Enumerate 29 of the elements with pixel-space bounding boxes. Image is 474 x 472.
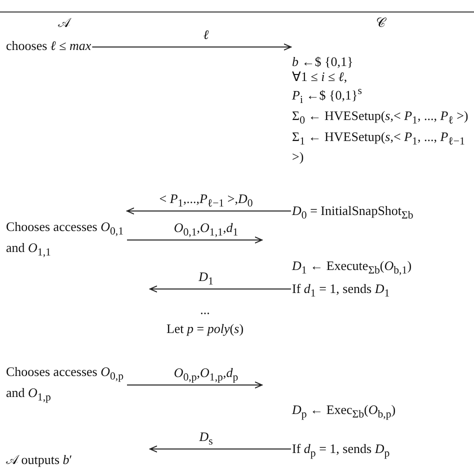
message-arrow <box>126 208 292 214</box>
message-arrow <box>92 44 292 50</box>
challenger-step: If d$_{1}$ = 1, sends D$_{1}$ <box>292 281 472 302</box>
message-label: D$_{1}$ <box>198 269 214 284</box>
formula-line: P$_{i}$ ←$ {0,1}$^{s}$ <box>292 84 363 108</box>
challenger-step: If d$_{p}$ = 1, sends D$_{p}$ <box>292 441 472 462</box>
party-label: 𝒞 <box>376 15 385 30</box>
note: Let p = poly(s) <box>166 321 244 336</box>
formula-line: Σ$_{1}$ ← HVESetup(s,< P$_{1}$, ..., P$_{ℓ−1}$ >) <box>292 128 466 164</box>
adversary-step: 𝒜 outputs b′ <box>6 452 72 467</box>
message-label: < P$_{1}$,...,P$_{ℓ−1}$ >,D$_{0}$ <box>159 191 253 206</box>
party-label: 𝒜 <box>58 15 70 30</box>
message-arrow <box>150 286 292 292</box>
message-label: O$_{0,1}$,O$_{1,1}$,d$_{1}$ <box>174 220 238 235</box>
adversary-step: Chooses accesses O$_{0,p}$ and O$_{1,p}$ <box>6 364 126 406</box>
adversary-step: Chooses accesses O$_{0,1}$ and O$_{1,1}$ <box>6 219 126 260</box>
message-label: D$_{s}$ <box>199 429 213 444</box>
challenger-step: D$_{1}$ ← Execute$_{Σb}$(O$_{b,1}$) <box>292 258 472 279</box>
challenger-step: D$_{0}$ = InitialSnapShot$_{Σb}$ <box>292 203 472 224</box>
formula-line: b ←$ {0,1} <box>292 54 354 69</box>
message-arrow <box>126 236 262 244</box>
formula-line: ∀1 ≤ i ≤ ℓ, <box>292 69 348 84</box>
adversary-step: chooses ℓ ≤ max <box>6 38 92 53</box>
challenger-step: D$_{p}$ ← Exec$_{Σb}$(O$_{b,p}$) <box>292 402 472 423</box>
formula-line: Σ$_{0}$ ← HVESetup(s,< P$_{1}$, ..., P$_{ℓ}$ >) <box>292 108 470 129</box>
message-label: ℓ <box>203 27 209 42</box>
message-arrow <box>150 446 292 452</box>
message-arrow <box>126 382 262 388</box>
ellipsis: ... <box>200 302 210 317</box>
